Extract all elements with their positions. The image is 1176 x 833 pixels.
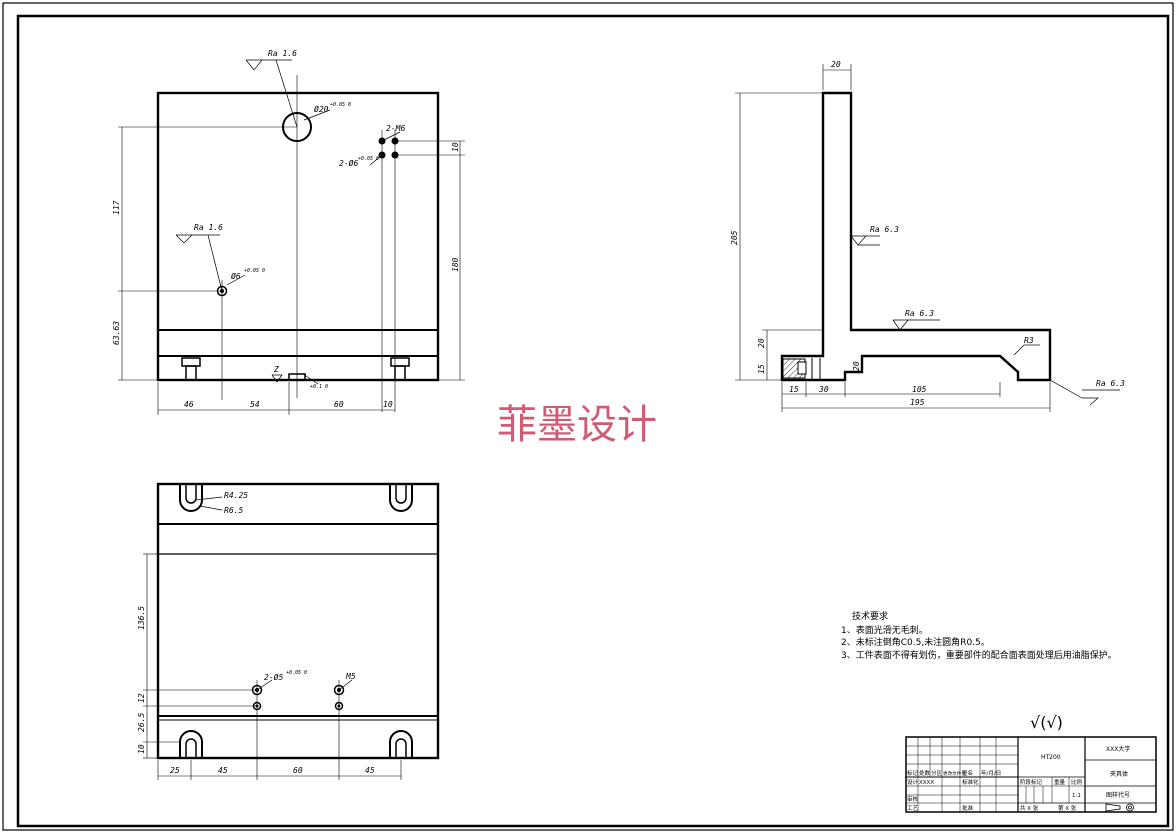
front-holes-pair-label: 2-Ø6 (339, 158, 358, 168)
tb-designer: XXXX (919, 780, 934, 786)
bottom-view-outline (156, 482, 440, 760)
front-hole-small-label: Ø6 (231, 271, 241, 281)
front-hole-big-label: Ø20 (314, 104, 329, 114)
side-view: 20 205 20 15 20 15 30 105 195 Ra 6.3 Ra … (730, 60, 1125, 412)
front-hole-small-tol: +0.05 0 (244, 268, 265, 274)
tb-label-ratio: 比例 (1071, 778, 1083, 786)
projection-symbol-icon (1105, 803, 1134, 812)
bottom-dim-h-45a: 45 (218, 766, 228, 775)
inner-frame (16, 14, 1170, 828)
side-dim-195: 195 (910, 398, 925, 407)
front-slot-tol: +0.1 0 (310, 384, 328, 390)
u-slot-top-left (179, 484, 203, 512)
front-ra-left-label: Ra 1.6 (194, 223, 223, 232)
side-radius-label: R3 (1024, 336, 1034, 345)
tb-label-zone: 分区 (931, 769, 943, 777)
u-slot-top-right (389, 484, 413, 512)
bottom-dim-v-12: 12 (137, 693, 146, 703)
front-view: Ra 1.6 Ø20 +0.05 0 Ra 1.6 Ø6 +0.05 0 2-M… (112, 49, 465, 415)
watermark-text: 菲墨设计 (497, 402, 657, 448)
tb-label-date: 年/月/日 (981, 769, 1001, 777)
bottom-dim-v-265: 26.5 (137, 713, 146, 732)
bottom-dim-h-25: 25 (170, 766, 180, 775)
front-dim-v-117: 117 (112, 200, 121, 215)
roughness-symbol: √(√) (1030, 713, 1063, 732)
side-ra-mid: Ra 6.3 (870, 225, 899, 234)
bottom-dim-v-1365: 136.5 (137, 606, 146, 630)
tech-notes-title: 技术要求 (852, 610, 888, 622)
side-view-outline (780, 91, 1052, 382)
side-dim-20-inner: 20 (852, 361, 861, 371)
bottom-holes-tol: +0.05 0 (286, 670, 307, 676)
tb-label-change-doc: 更改文件号 (943, 770, 966, 777)
front-dim-v-10: 10 (451, 142, 460, 152)
tb-label-design: 设计 (907, 778, 919, 786)
tb-label-sign: 签名 (962, 769, 973, 777)
tb-drawing-no: 图样代号 (1106, 791, 1130, 799)
front-slot-z: Z (273, 365, 279, 374)
side-dim-20-top: 20 (831, 60, 841, 69)
front-dim-v-6363: 63.63 (112, 321, 121, 345)
front-dim-h-10: 10 (383, 400, 393, 409)
front-dim-h-60: 60 (334, 400, 344, 409)
bottom-thread-label: M5 (345, 672, 356, 681)
side-dim-20-left: 20 (757, 338, 766, 348)
tb-sheet-no: 第 X 张 (1058, 804, 1077, 812)
u-slot-bottom-left (179, 730, 203, 758)
side-dim-15-bottom: 15 (789, 385, 799, 394)
bottom-dim-h-60: 60 (293, 766, 303, 775)
side-dim-15-left: 15 (757, 364, 766, 374)
front-thread-label: 2-M6 (386, 124, 405, 133)
tb-label-approve: 批准 (962, 804, 974, 812)
front-holes-pair-tol: +0.05 0 (358, 156, 379, 162)
tb-part-name: 夹具体 (1110, 770, 1128, 778)
tb-label-count: 处数 (919, 769, 931, 777)
tb-label-review: 审核 (907, 795, 919, 803)
bottom-view: R4.25 R6.5 2-Ø5 +0.05 0 M5 25 45 60 45 1… (137, 482, 440, 780)
front-dim-h-46: 46 (184, 400, 194, 409)
u-slot-bottom-right (389, 730, 413, 758)
front-dim-v-180: 180 (451, 257, 460, 272)
side-dim-30: 30 (818, 385, 829, 394)
front-dim-h-54: 54 (250, 400, 260, 409)
tb-scale: 1:1 (1072, 793, 1081, 799)
tech-note-3: 3、工件表面不得有划伤，重要部件的配合面表面处理后用油脂保护。 (841, 649, 1117, 661)
side-dim-205: 205 (730, 230, 739, 245)
tb-label-mark: 标记 (907, 769, 919, 777)
bottom-r-outer: R6.5 (224, 506, 243, 515)
side-dim-105: 105 (912, 385, 927, 394)
bottom-dim-v-10: 10 (137, 744, 146, 754)
technical-requirements: 技术要求 1、表面光滑无毛刺。 2、未标注倒角C0.5,未注圆角R0.5。 3、… (841, 610, 1117, 661)
tb-university: XXX大学 (1106, 745, 1130, 753)
title-block: 标记 处数 分区 更改文件号 签名 年/月/日 设计 XXXX 标准化 审核 工… (905, 736, 1157, 813)
tb-label-standard: 标准化 (962, 778, 979, 786)
tech-note-1: 1、表面光滑无毛刺。 (841, 624, 928, 636)
tb-sheets-total: 共 X 张 (1020, 804, 1039, 812)
bottom-dim-h-45b: 45 (365, 766, 375, 775)
front-ra-top-label: Ra 1.6 (268, 49, 297, 58)
front-view-outline (156, 91, 440, 382)
tb-material: HT200 (1041, 754, 1061, 761)
side-ra-base: Ra 6.3 (905, 309, 934, 318)
front-hole-big-tol: +0.05 0 (330, 102, 351, 108)
tb-label-process: 工艺 (907, 805, 919, 812)
tb-label-stage-mark: 阶段标记 (1020, 778, 1043, 786)
bottom-r-inner: R4.25 (224, 491, 248, 500)
tech-note-2: 2、未标注倒角C0.5,未注圆角R0.5。 (841, 636, 990, 648)
bottom-holes-label: 2-Ø5 (264, 672, 283, 682)
tb-label-weight: 重量 (1054, 778, 1066, 786)
side-ra-right: Ra 6.3 (1096, 379, 1125, 388)
